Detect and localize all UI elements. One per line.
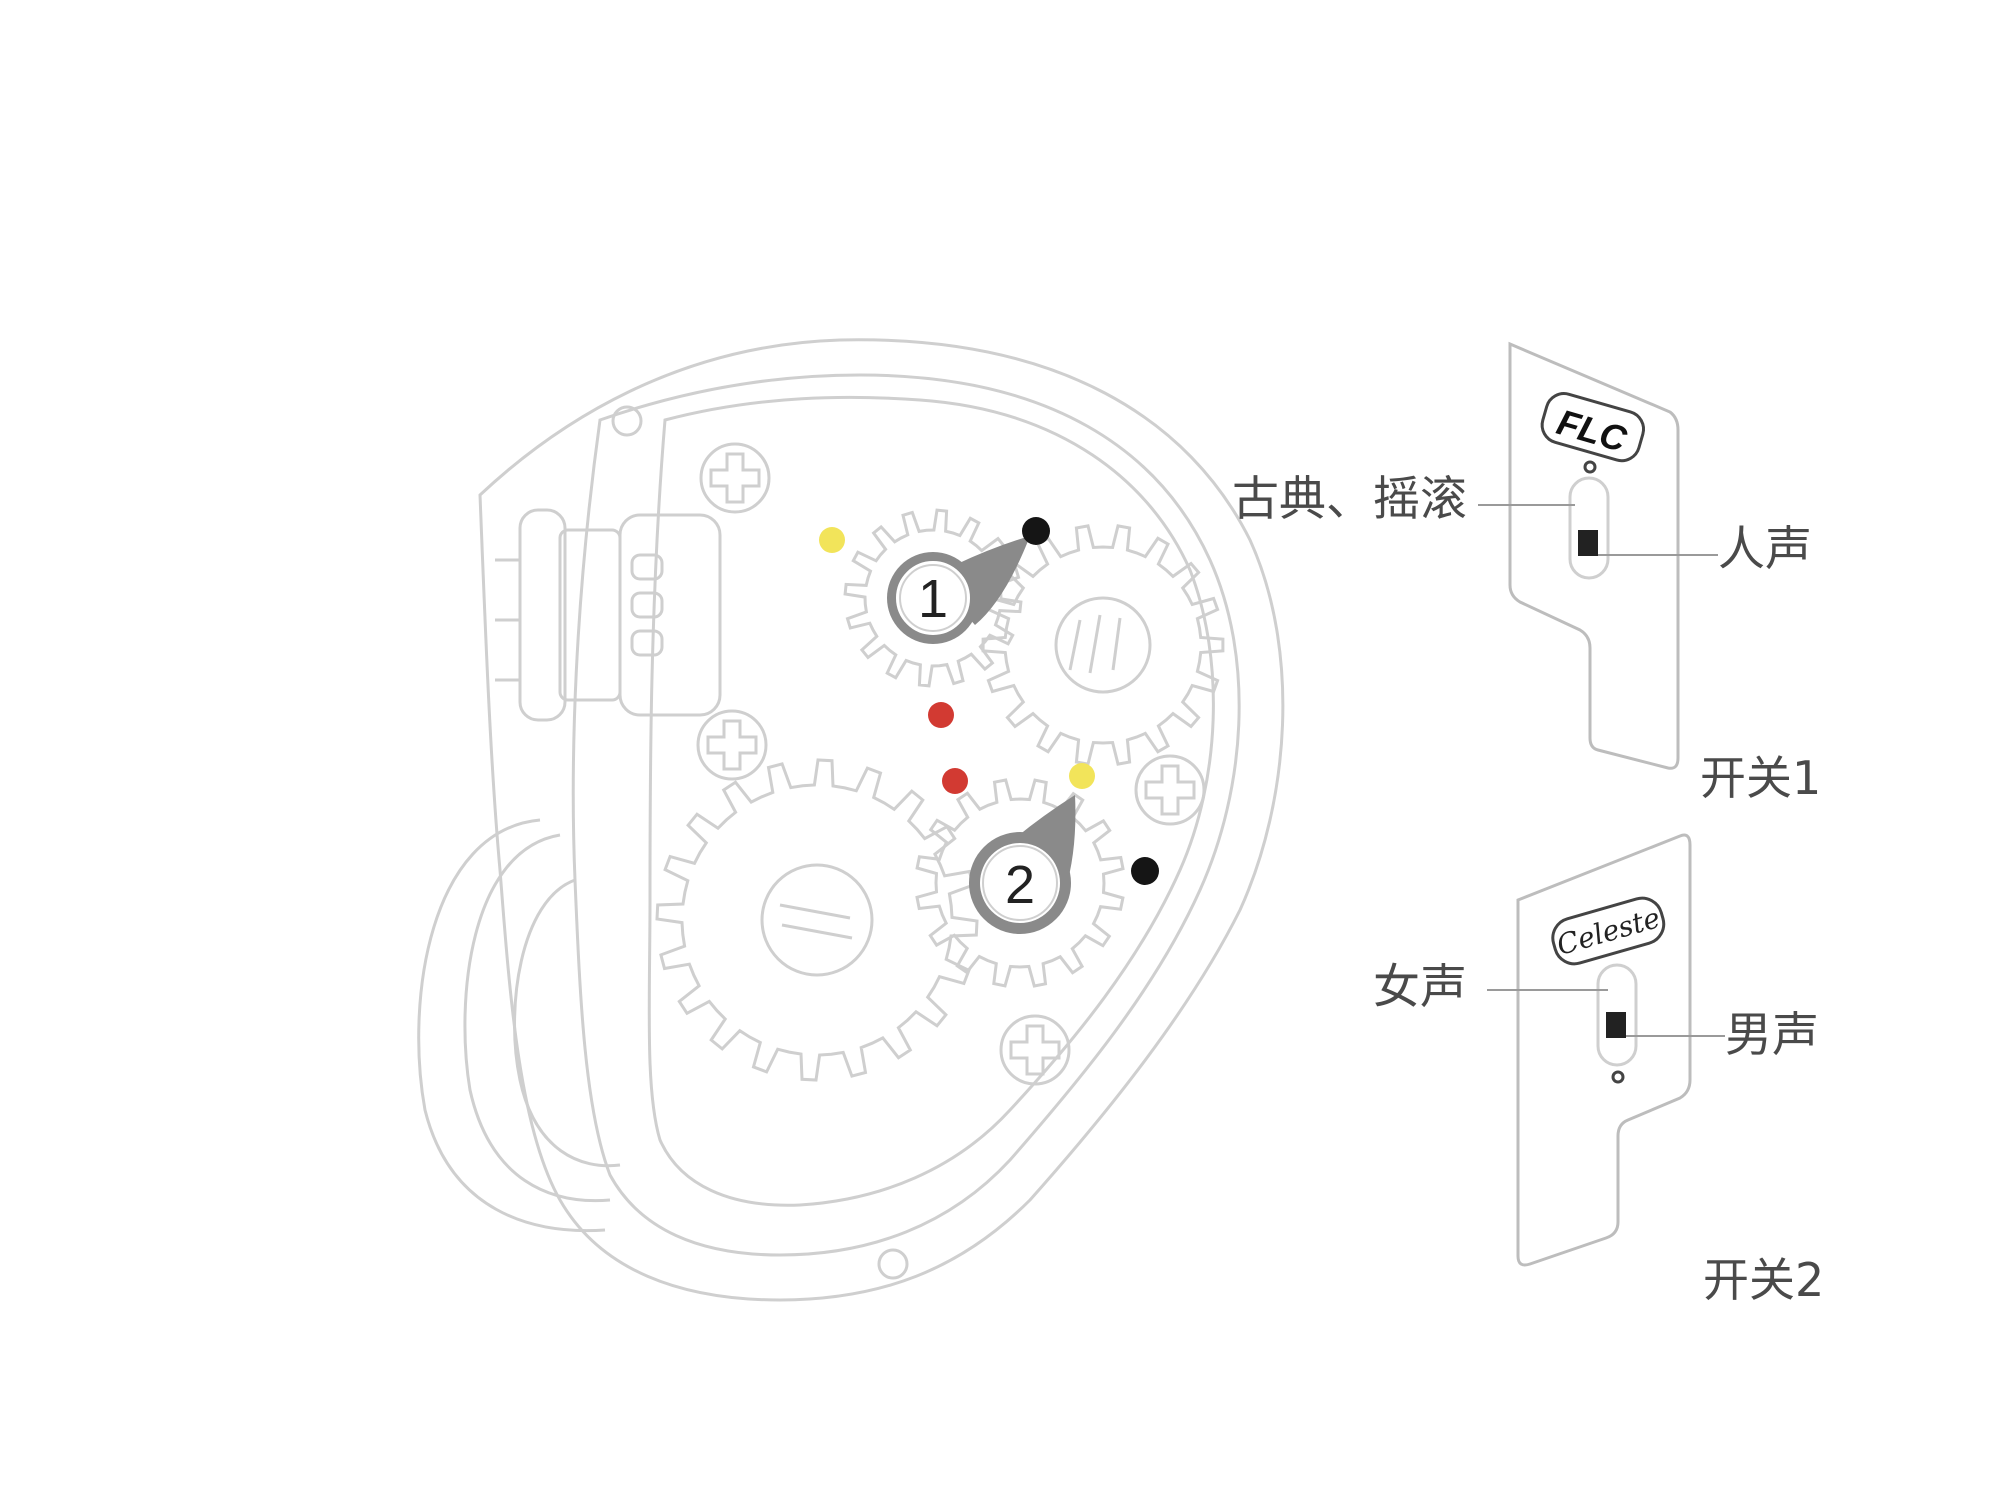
switch-2-caption: 开关2 bbox=[1703, 1253, 1825, 1307]
switch-1-slot bbox=[1568, 476, 1610, 580]
gearA-outline bbox=[843, 508, 1023, 688]
knob-2[interactable]: 2 bbox=[969, 795, 1076, 934]
switch-panel-1: FLC bbox=[1508, 341, 1680, 770]
dot-red-1 bbox=[928, 702, 954, 728]
switch-panel-2: Celeste bbox=[1516, 833, 1692, 1267]
gear-bottom-left bbox=[655, 758, 979, 1082]
switch-2-slider[interactable] bbox=[1606, 1012, 1626, 1038]
gearB-outline bbox=[981, 524, 1225, 766]
switch-2-right-label: 男声 bbox=[1725, 1008, 1819, 1063]
switch-2-left-label: 女声 bbox=[1373, 960, 1467, 1015]
dot-red-2 bbox=[942, 768, 968, 794]
switch-1-slider[interactable] bbox=[1578, 530, 1598, 556]
cable-connector bbox=[495, 508, 722, 722]
dot-yellow-2 bbox=[1069, 763, 1095, 789]
gear-top-right bbox=[981, 524, 1225, 766]
gears bbox=[655, 508, 1225, 1082]
ear-tip bbox=[417, 818, 621, 1233]
indicator-dots bbox=[819, 517, 1159, 885]
knob-1[interactable]: 1 bbox=[887, 536, 1030, 644]
gear-top-left bbox=[843, 508, 1023, 688]
switch-1-caption: 开关1 bbox=[1700, 751, 1822, 805]
dot-black-1 bbox=[1022, 517, 1050, 545]
dot-black-2 bbox=[1131, 857, 1159, 885]
knob-1-number: 1 bbox=[918, 569, 948, 629]
gearC-outline bbox=[655, 758, 979, 1082]
switch-1-right-label: 人声 bbox=[1718, 522, 1812, 577]
dot-yellow-1 bbox=[819, 527, 845, 553]
switch-1-left-label: 古典、摇滚 bbox=[1232, 472, 1467, 527]
earphone-shell bbox=[478, 338, 1285, 1302]
knob-2-number: 2 bbox=[1005, 855, 1035, 915]
